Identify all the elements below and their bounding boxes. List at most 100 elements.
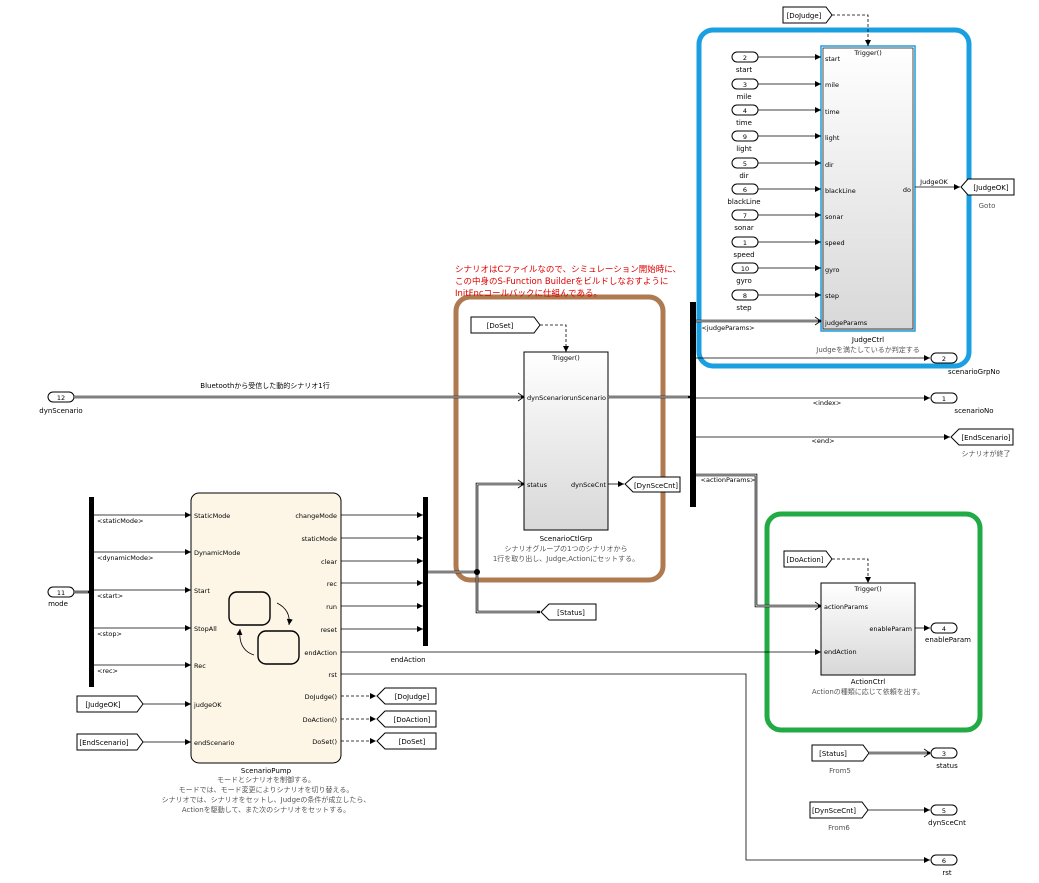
- signal-bluetooth: Bluetoothから受信した動的シナリオ1行: [200, 381, 329, 390]
- outport-rst-num: 6: [942, 857, 946, 865]
- signal-dynamicmode: <dynamicMode>: [97, 554, 153, 562]
- scenarioctlgrp-name: ScenarioCtlGrp: [540, 535, 593, 543]
- outport-status[interactable]: [930, 747, 958, 759]
- goto-judgeok[interactable]: [960, 178, 1015, 196]
- goto-dojudge[interactable]: [376, 687, 437, 705]
- scenarioctlgrp-port-runscenario: runScenario: [567, 394, 606, 402]
- chart-state-1: [228, 591, 271, 626]
- inport-blackLine-name: blackLine: [727, 198, 760, 206]
- inport-speed-name: speed: [733, 251, 754, 259]
- signal-end: <end>: [811, 437, 834, 445]
- scenariopump-in-start: Start: [194, 587, 210, 595]
- inport-mode-name: mode: [48, 600, 68, 608]
- goto-endscenario[interactable]: [950, 428, 1014, 446]
- from-endscenario-label: [EndScenario]: [79, 739, 128, 747]
- scenariopump-out-rst: rst: [328, 671, 337, 679]
- scenarioctlgrp-port-dynscenario: dynScenario: [527, 394, 567, 402]
- outport-scenariono[interactable]: [930, 392, 958, 404]
- goto-status[interactable]: [540, 603, 597, 621]
- from-judgeok-label: [JudgeOK]: [85, 701, 121, 709]
- scenarioctlgrp-desc-2: 1行を取り出し、Judge,Actionにセットする。: [493, 554, 639, 563]
- scenarioctlgrp-port-status: status: [527, 481, 548, 489]
- goto-judgeok-caption: Goto: [979, 202, 996, 210]
- actionctrl-trigger-label: Trigger(): [853, 585, 882, 593]
- goto-doset[interactable]: [376, 732, 437, 750]
- scenariopump-in-rec: Rec: [194, 662, 206, 670]
- mode-bus-selector-bar: [89, 497, 94, 687]
- chart-state-2: [257, 630, 300, 665]
- from-dojudge[interactable]: [782, 6, 833, 24]
- from-dynscecnt[interactable]: [809, 801, 869, 819]
- scenariopump-out-endaction: endAction: [304, 649, 337, 657]
- inport-sonar-name: sonar: [734, 224, 754, 232]
- scenarioctlgrp-port-dynscecnt: dynSceCnt: [571, 481, 606, 489]
- scenariopump-out-staticmode: staticMode: [301, 535, 337, 543]
- annotation-line-3: InitFncコールバックに仕組んである。: [455, 288, 602, 299]
- judgectrl-block[interactable]: [820, 45, 916, 332]
- goto-dojudge-label: [DoJudge]: [395, 693, 430, 701]
- outport-scenariogrpno-name: scenarioGrpNo: [948, 368, 1000, 376]
- scenariopump-out-changemode: changeMode: [295, 512, 337, 520]
- outport-status-name: status: [936, 762, 958, 770]
- actionctrl-desc: Actionの種類に応じて依頼を出す。: [812, 687, 924, 696]
- inport-dynscenario-num: 12: [57, 394, 65, 402]
- outport-scenariogrpno[interactable]: [930, 352, 958, 364]
- scenariopump-ports: StaticModeDynamicModeStartStopAllRecjudg…: [193, 512, 337, 747]
- highlight-frame-scenario: [453, 294, 666, 583]
- scenariopump-out-run: run: [326, 603, 337, 611]
- from-endscenario[interactable]: [76, 733, 144, 751]
- inport-step-num: 8: [743, 292, 747, 300]
- goto-dynscecnt[interactable]: [624, 476, 681, 493]
- goto-endscenario-label: [EndScenario]: [961, 434, 1010, 442]
- highlight-frame-action: [764, 511, 983, 733]
- judgectrl-port-sonar: sonar: [825, 213, 843, 221]
- outport-scenariono-num: 1: [942, 395, 946, 403]
- judgectrl-trigger-label: Trigger(): [853, 49, 882, 57]
- from-doset[interactable]: [470, 316, 541, 334]
- signal-actionparams: <actionParams>: [701, 476, 756, 484]
- from-status[interactable]: [811, 744, 870, 762]
- goto-doaction[interactable]: [376, 710, 437, 728]
- actionctrl-port-enableparam: enableParam: [869, 625, 912, 633]
- annotation-line-1: シナリオはCファイルなので、シミュレーション開始時に、: [455, 264, 681, 275]
- from-dynscecnt-caption: From6: [828, 824, 850, 832]
- from-doaction[interactable]: [783, 550, 833, 568]
- outport-enableparam-name: enableParam: [925, 636, 971, 644]
- outport-dynscecnt[interactable]: [930, 804, 958, 816]
- outport-scenariogrpno-num: 2: [942, 355, 946, 363]
- inport-mile-name: mile: [736, 93, 751, 101]
- judgectrl-port-do: do: [903, 186, 911, 194]
- goto-doaction-label: [DoAction]: [393, 716, 430, 724]
- signal-start: <start>: [97, 592, 123, 600]
- scenariopump-out-rec: rec: [327, 580, 338, 588]
- from-doaction-label: [DoAction]: [786, 556, 823, 564]
- scenarioctlgrp-block[interactable]: [523, 351, 609, 531]
- judgectrl-port-dir: dir: [825, 161, 834, 169]
- from-status-caption: From5: [829, 767, 851, 775]
- actionctrl-block[interactable]: [820, 582, 916, 676]
- goto-judgeok-label: [JudgeOK]: [973, 184, 1009, 192]
- signal-rec: <rec>: [97, 667, 118, 675]
- signal-judgeok: JudgeOK: [919, 178, 948, 186]
- judgectrl-port-start: start: [825, 55, 841, 63]
- from-status-label: [Status]: [819, 750, 847, 758]
- inport-gyro-name: gyro: [736, 277, 752, 285]
- scenariopump-desc-1: モードとシナリオを制御する。: [217, 775, 315, 784]
- judgectrl-port-blackline: blackLine: [825, 187, 856, 195]
- inport-blackLine-num: 6: [743, 186, 747, 194]
- annotation-note: シナリオはCファイルなので、シミュレーション開始時に、 この中身のS-Funct…: [455, 264, 681, 299]
- inport-light-num: 9: [743, 133, 747, 141]
- goto-doset-label: [DoSet]: [399, 738, 426, 746]
- from-judgeok[interactable]: [76, 695, 144, 713]
- from-dojudge-label: [DoJudge]: [787, 12, 822, 20]
- inport-start-num: 2: [743, 54, 747, 62]
- scenariopump-chart[interactable]: [190, 492, 342, 764]
- inport-step-name: step: [736, 304, 752, 312]
- judgectrl-port-light: light: [825, 134, 840, 142]
- outport-dynscecnt-name: dynSceCnt: [928, 819, 966, 827]
- outport-rst[interactable]: [930, 854, 958, 866]
- judgectrl-port-time: time: [825, 108, 840, 116]
- outport-enableparam[interactable]: [930, 622, 958, 634]
- goto-dynscecnt-label: [DynSceCnt]: [634, 482, 678, 490]
